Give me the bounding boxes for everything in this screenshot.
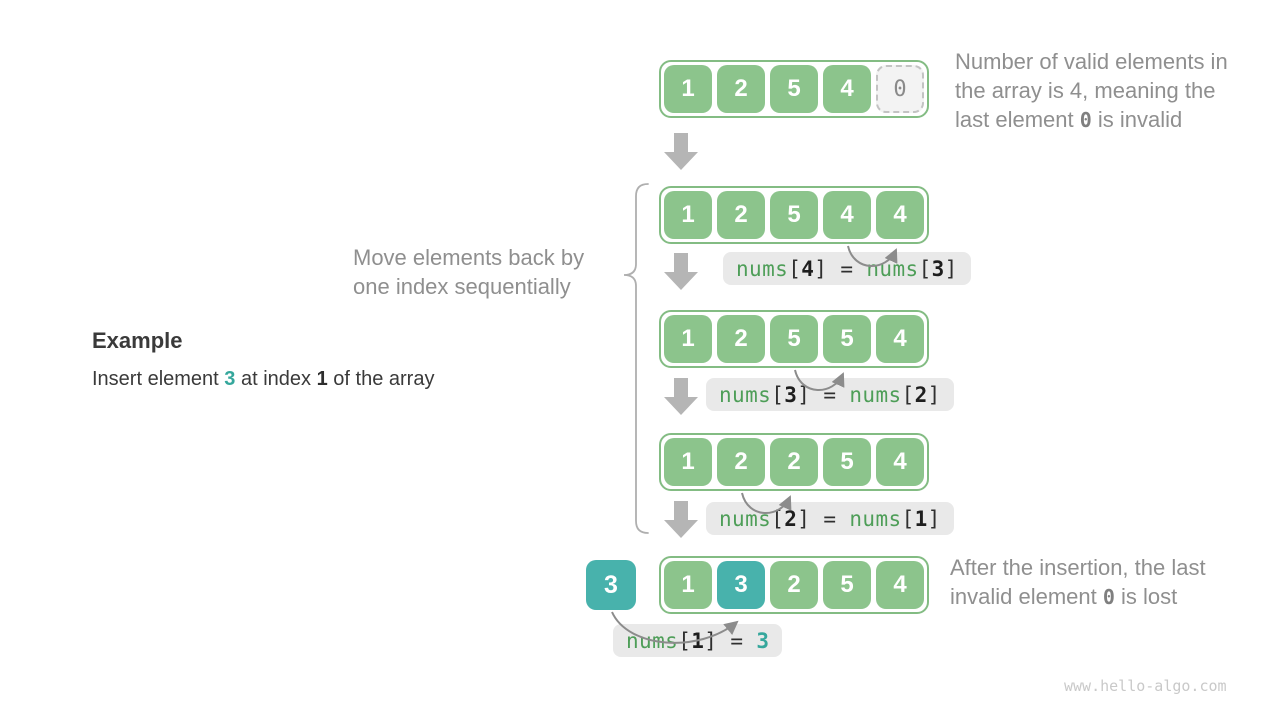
bottom-note-line1: After the insertion, the last (950, 555, 1206, 580)
array-state-shift-2: 1 2 5 5 4 (659, 310, 929, 368)
code-bracket: ] (814, 256, 828, 281)
array-state-shift-1: 1 2 5 4 4 (659, 186, 929, 244)
code-fn: nums (719, 506, 772, 531)
top-note: Number of valid elements in the array is… (955, 47, 1228, 135)
code-bracket: [ (788, 256, 802, 281)
move-note-line2: one index sequentially (353, 274, 571, 299)
code-equals: = (840, 256, 854, 281)
array-cell: 4 (876, 561, 924, 609)
array-cell: 4 (876, 315, 924, 363)
top-note-line2: the array is 4, meaning the (955, 78, 1216, 103)
code-index: 1 (914, 506, 928, 531)
down-arrow-icon (664, 501, 698, 538)
example-pre: Insert element (92, 368, 225, 390)
array-cell-inserted: 3 (717, 561, 765, 609)
code-label-insert: nums[1] = 3 (613, 624, 783, 657)
code-bracket: ] (927, 382, 941, 407)
move-note: Move elements back by one index sequenti… (353, 243, 584, 301)
code-bracket: ] (797, 506, 811, 531)
code-bracket: ] (797, 382, 811, 407)
array-cell: 2 (717, 315, 765, 363)
array-cell: 1 (664, 191, 712, 239)
array-state-shift-3: 1 2 2 5 4 (659, 433, 929, 491)
code-index: 2 (784, 506, 798, 531)
code-equals: = (823, 506, 837, 531)
bottom-note-line2: invalid element 0 is lost (950, 582, 1206, 612)
array-cell: 2 (770, 561, 818, 609)
code-bracket: ] (944, 256, 958, 281)
watermark: www.hello-algo.com (1064, 677, 1227, 695)
code-fn: nums (719, 382, 772, 407)
code-bracket: [ (901, 382, 915, 407)
code-label-shift-3: nums[2]=nums[1] (706, 502, 954, 535)
array-cell: 5 (823, 561, 871, 609)
example-description: Insert element 3 at index 1 of the array (92, 368, 434, 391)
down-arrow-icon (664, 253, 698, 290)
array-cell: 2 (717, 438, 765, 486)
code-fn: nums (626, 628, 679, 653)
code-label-shift-1: nums[4]=nums[3] (723, 252, 971, 285)
code-bracket: [ (678, 628, 692, 653)
array-cell: 4 (876, 438, 924, 486)
code-index: 2 (914, 382, 928, 407)
example-index: 1 (316, 368, 328, 390)
bottom-note-line2-post: is lost (1114, 584, 1178, 609)
code-bracket: ] (927, 506, 941, 531)
array-cell: 4 (823, 65, 871, 113)
move-note-line1: Move elements back by (353, 245, 585, 270)
bottom-note: After the insertion, the last invalid el… (950, 553, 1206, 612)
code-index: 3 (784, 382, 798, 407)
code-index: 1 (691, 628, 705, 653)
example-mid: at index (235, 368, 317, 390)
top-note-line3-post: is invalid (1091, 107, 1183, 132)
array-cell: 5 (823, 438, 871, 486)
array-cell: 5 (770, 65, 818, 113)
array-cell: 5 (823, 315, 871, 363)
array-cell: 4 (823, 191, 871, 239)
code-value: 3 (756, 628, 770, 653)
array-cell: 1 (664, 65, 712, 113)
top-note-zero: 0 (1079, 108, 1092, 132)
example-value: 3 (224, 368, 236, 390)
code-bracket: ] (704, 628, 718, 653)
code-bracket: [ (901, 506, 915, 531)
group-brace (623, 183, 649, 534)
example-post: of the array (327, 368, 435, 390)
code-bracket: [ (771, 382, 785, 407)
inserted-element-cell: 3 (586, 560, 636, 610)
code-index: 3 (931, 256, 945, 281)
array-cell: 2 (717, 191, 765, 239)
top-note-line3-pre: last element (955, 107, 1080, 132)
code-bracket: [ (918, 256, 932, 281)
code-bracket: [ (771, 506, 785, 531)
top-note-line3: last element 0 is invalid (955, 105, 1228, 135)
array-cell: 1 (664, 561, 712, 609)
code-label-shift-2: nums[3]=nums[2] (706, 378, 954, 411)
code-fn: nums (849, 506, 902, 531)
array-cell-invalid: 0 (876, 65, 924, 113)
code-fn: nums (866, 256, 919, 281)
code-equals: = (823, 382, 837, 407)
example-title: Example (92, 328, 183, 353)
code-index: 4 (801, 256, 815, 281)
array-cell: 2 (770, 438, 818, 486)
array-cell: 5 (770, 315, 818, 363)
bottom-note-zero: 0 (1102, 585, 1115, 609)
array-cell: 1 (664, 315, 712, 363)
example-block: Example Insert element 3 at index 1 of t… (92, 328, 434, 391)
array-cell: 2 (717, 65, 765, 113)
code-fn: nums (736, 256, 789, 281)
bottom-note-line2-pre: invalid element (950, 584, 1103, 609)
top-note-line1: Number of valid elements in (955, 49, 1228, 74)
array-cell: 5 (770, 191, 818, 239)
array-state-initial: 1 2 5 4 0 (659, 60, 929, 118)
code-fn: nums (849, 382, 902, 407)
down-arrow-icon (664, 133, 698, 170)
code-equals: = (730, 628, 744, 653)
down-arrow-icon (664, 378, 698, 415)
array-cell: 1 (664, 438, 712, 486)
array-state-final: 1 3 2 5 4 (659, 556, 929, 614)
array-cell: 4 (876, 191, 924, 239)
